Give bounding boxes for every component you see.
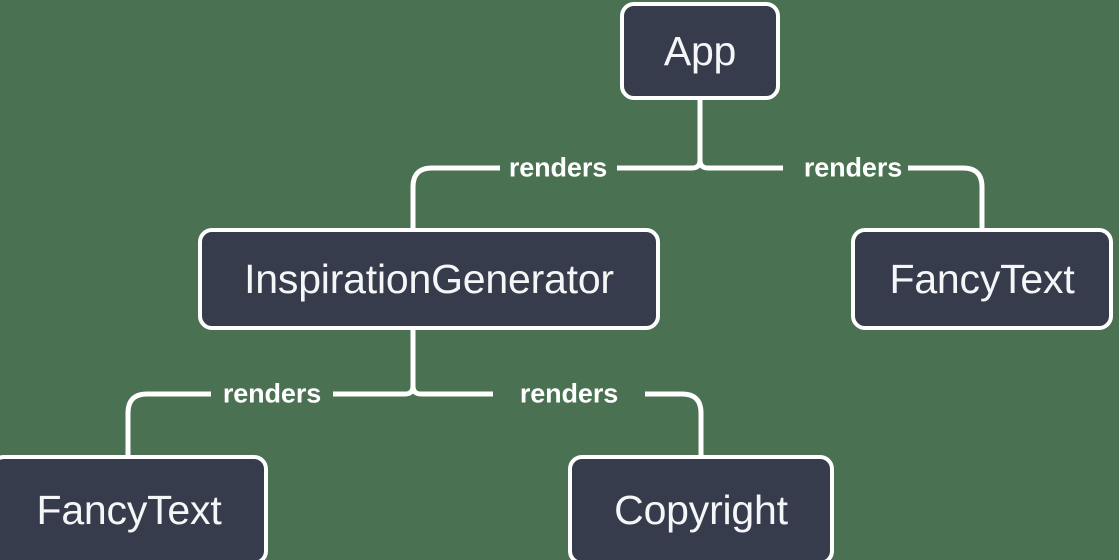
node-fancytext-right-label: FancyText [889,255,1075,302]
edge-junction-app [686,155,703,171]
edge-label-inspirationgenerator-to-fancytext: renders [222,378,322,409]
node-fancytext-bottom[interactable]: FancyText [0,455,268,560]
edge-label-app-to-inspirationgenerator: renders [508,152,608,183]
edge-ig-to-copyright-right [645,391,704,455]
node-inspiration-generator[interactable]: InspirationGenerator [198,228,660,330]
node-fancytext-bottom-label: FancyText [36,486,222,533]
edge-junction-ig-right [410,385,427,397]
node-app[interactable]: App [620,2,780,100]
edge-junction-app-right [697,159,714,171]
edge-app-to-fancytext-right [908,165,985,228]
edge-label-app-to-fancytext: renders [803,152,903,183]
node-copyright[interactable]: Copyright [568,455,834,560]
node-inspiration-generator-label: InspirationGenerator [244,255,614,302]
edge-ig-to-fancytext-left [125,391,211,455]
edge-label-inspirationgenerator-to-copyright: renders [519,378,619,409]
node-copyright-label: Copyright [614,486,788,533]
edge-app-to-inspirationgenerator-left [410,165,500,228]
node-app-label: App [663,27,737,74]
edge-junction-ig-left [399,381,416,397]
node-fancytext-right[interactable]: FancyText [851,228,1113,330]
